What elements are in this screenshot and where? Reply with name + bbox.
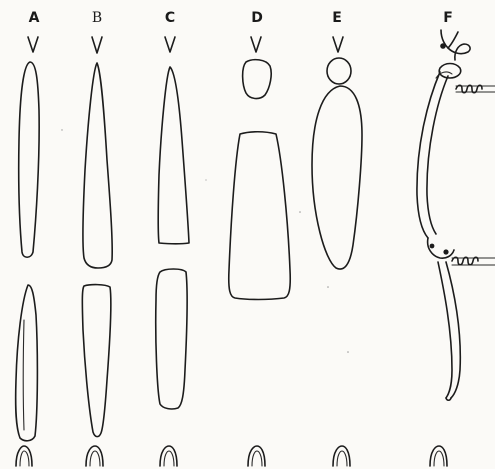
column-d	[229, 37, 291, 466]
large-cell-d	[229, 132, 291, 300]
upper-cell-c	[158, 67, 189, 244]
column-c	[156, 37, 189, 466]
column-b	[82, 37, 112, 466]
apex-dot-f	[440, 43, 446, 49]
apex-mark-c	[165, 37, 175, 52]
small-cell-d	[243, 60, 272, 99]
apex-mark-e	[333, 37, 343, 52]
column-e	[312, 37, 362, 466]
middle-dot-1-f	[430, 244, 435, 249]
base-mark-b-inner	[90, 451, 100, 466]
upper-cell-a	[19, 62, 39, 257]
apex-hook-f	[448, 44, 470, 60]
upper-cell-b	[83, 63, 112, 268]
base-mark-f-inner	[434, 451, 444, 466]
upper-node-f	[439, 64, 461, 79]
base-mark-a-inner	[20, 451, 29, 466]
base-mark-c-inner	[164, 451, 174, 466]
apex-mark-d	[251, 37, 261, 52]
base-mark-d-inner	[252, 451, 262, 466]
small-cell-e	[327, 58, 351, 84]
middle-dot-2-f	[443, 249, 448, 254]
base-mark-e-inner	[337, 451, 347, 466]
lower-cell-c	[156, 269, 187, 409]
large-cell-e	[312, 86, 362, 269]
base-mark-a	[16, 446, 32, 466]
column-f	[417, 30, 495, 466]
apex-mark-b	[92, 37, 102, 53]
lower-cell-a	[16, 285, 38, 441]
lower-segment-f-tip	[446, 398, 451, 400]
lower-coil-f	[452, 257, 495, 265]
paper-specks	[61, 129, 349, 353]
apex-mark-a	[28, 37, 38, 52]
lower-cell-b	[82, 285, 110, 437]
lower-segment-f-outer	[438, 262, 452, 398]
lower-cell-a-inner	[23, 320, 24, 430]
column-a	[16, 37, 40, 466]
upper-coil-f	[456, 85, 495, 93]
lower-segment-f-inner	[446, 262, 460, 398]
